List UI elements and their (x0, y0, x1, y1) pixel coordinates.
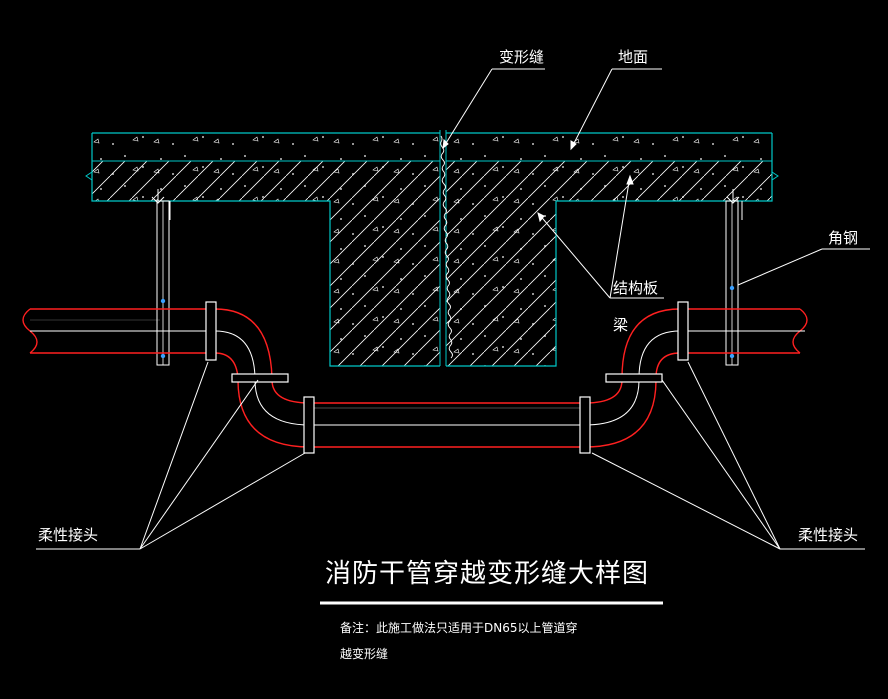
label-angle-steel: 角钢 (828, 229, 858, 247)
flange-right-lower (579, 396, 591, 454)
pipe-right (680, 308, 808, 354)
flange-left-upper (205, 301, 217, 361)
label-flexible-joint-right: 柔性接头 (798, 526, 858, 544)
structural-slab-and-beam (85, 132, 779, 367)
hanger-left (151, 189, 171, 366)
label-expansion-joint: 变形缝 (499, 48, 544, 66)
drawing-title: 消防干管穿越变形缝大样图 (325, 559, 649, 589)
pipe-left (22, 308, 215, 354)
hanger-right (725, 189, 743, 366)
anchor-dot (160, 353, 166, 359)
anchor-dot (729, 353, 735, 359)
flange-right-mid (605, 373, 663, 383)
flange-right-upper (677, 301, 689, 361)
note-line-2: 越变形缝 (340, 646, 388, 661)
label-flexible-joint-left: 柔性接头 (38, 526, 98, 544)
flange-left-lower (303, 396, 315, 454)
leader-lines (36, 68, 870, 550)
expansion-joint-gap (439, 130, 453, 366)
pipe-lower (310, 402, 585, 448)
label-structural-slab: 结构板 (613, 279, 658, 297)
label-ground: 地面 (618, 48, 648, 66)
anchor-dot (729, 285, 735, 291)
flange-left-mid (231, 373, 289, 383)
ground-slab (92, 133, 772, 161)
elbow-right (584, 308, 681, 448)
note-line-1: 备注：此施工做法只适用于DN65以上管道穿 (340, 620, 578, 635)
anchor-dot (160, 298, 166, 304)
label-beam: 梁 (613, 316, 628, 334)
